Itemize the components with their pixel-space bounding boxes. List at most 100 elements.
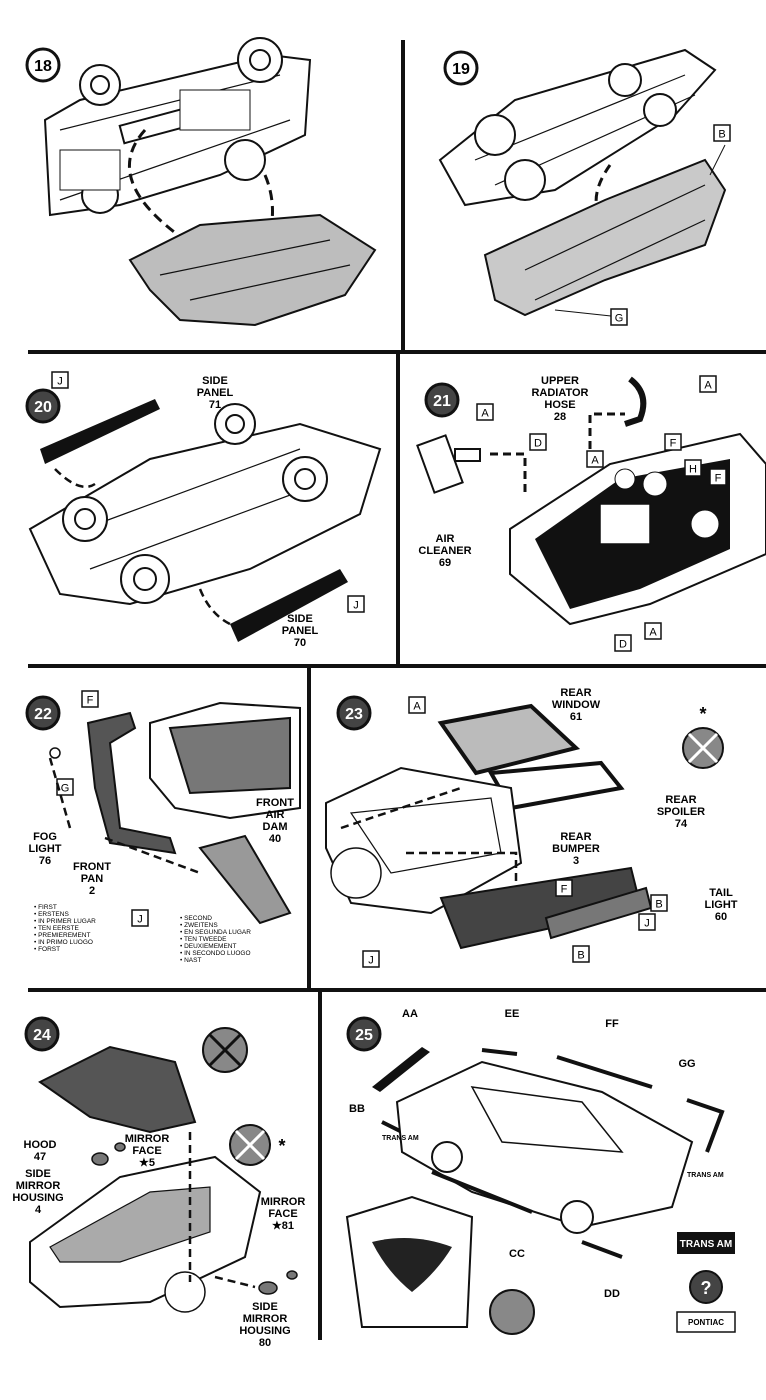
step-23-panel: 23 A REAR WINDOW 61 * REAR SPOILER 74 RE… — [311, 668, 766, 988]
svg-text:B: B — [655, 899, 662, 911]
rear-car-body — [325, 766, 523, 915]
svg-text:• ZWEITENS: • ZWEITENS — [180, 922, 218, 929]
svg-text:• DEUXIEMEMENT: • DEUXIEMEMENT — [180, 943, 236, 950]
svg-text:FACE: FACE — [268, 1208, 297, 1220]
decal-stripe-ee — [481, 1048, 518, 1056]
svg-text:SIDE: SIDE — [202, 375, 228, 387]
svg-text:SIDE: SIDE — [252, 1301, 278, 1313]
floor-pan — [128, 213, 377, 327]
svg-text:• FORST: • FORST — [34, 946, 60, 953]
svg-text:70: 70 — [294, 637, 306, 649]
label-mirror-face-81: MIRROR FACE ★81 — [261, 1196, 306, 1232]
step-24-panel: 24 HOOD 47 MIRROR FACE ★5 SIDE MIRROR HO… — [0, 992, 318, 1352]
hood-part — [38, 1045, 197, 1134]
side-panel-71 — [40, 399, 160, 464]
svg-text:G: G — [61, 783, 70, 795]
step-badge: 22 — [25, 695, 61, 731]
part-tag-j-left: J — [362, 950, 380, 968]
svg-text:F: F — [87, 695, 94, 707]
label-fog-light: FOG LIGHT 76 — [29, 831, 62, 867]
svg-text:J: J — [368, 955, 374, 967]
svg-text:F: F — [670, 438, 677, 450]
side-panel-70 — [230, 569, 348, 642]
part-tag-a-3: A — [586, 450, 604, 468]
part-tag-d-2: D — [614, 634, 632, 652]
emblem-symbol — [489, 1289, 535, 1335]
trans-am-decal-left: TRANS AM — [382, 1135, 419, 1142]
svg-text:PANEL: PANEL — [282, 625, 319, 637]
step-number: 20 — [34, 399, 52, 416]
svg-text:A: A — [591, 455, 599, 467]
part-tag-j: J — [131, 909, 149, 927]
divider-h1 — [28, 350, 766, 354]
svg-text:PANEL: PANEL — [197, 387, 234, 399]
svg-text:FRONT: FRONT — [73, 861, 111, 873]
decal-label-bb: BB — [349, 1103, 365, 1115]
pontiac-badge: PONTIAC — [676, 1311, 736, 1333]
car-upside-down — [28, 403, 382, 606]
svg-text:WINDOW: WINDOW — [552, 699, 601, 711]
svg-text:61: 61 — [570, 711, 582, 723]
svg-text:76: 76 — [39, 855, 51, 867]
svg-text:B: B — [577, 950, 584, 962]
svg-text:REAR: REAR — [665, 794, 696, 806]
svg-text:HOSE: HOSE — [544, 399, 575, 411]
svg-text:F: F — [715, 473, 722, 485]
trans-am-decal-right: TRANS AM — [687, 1172, 724, 1179]
chassis-assembled — [438, 48, 717, 207]
svg-text:REAR: REAR — [560, 687, 591, 699]
svg-text:DAM: DAM — [262, 821, 287, 833]
svg-text:D: D — [619, 639, 627, 651]
decal-stripes-cc-dd — [431, 1170, 623, 1259]
step-badge: 25 — [346, 1016, 382, 1052]
divider-v4 — [318, 992, 322, 1340]
step-number: 19 — [452, 61, 470, 78]
svg-text:F: F — [561, 884, 568, 896]
mirror-face-81-part — [286, 1270, 298, 1280]
step-badge: 19 — [443, 50, 479, 86]
decal-label-dd: DD — [604, 1288, 620, 1300]
label-rear-window: REAR WINDOW 61 — [552, 687, 601, 723]
label-side-mirror-housing-80: SIDE MIRROR HOUSING 80 — [239, 1301, 290, 1349]
svg-text:FRONT: FRONT — [256, 797, 294, 809]
svg-text:60: 60 — [715, 911, 727, 923]
svg-text:MIRROR: MIRROR — [243, 1313, 288, 1325]
svg-text:B: B — [718, 129, 725, 141]
label-air-cleaner: AIR CLEANER 69 — [418, 533, 471, 569]
label-upper-radiator-hose: UPPER RADIATOR HOSE 28 — [531, 375, 588, 423]
front-car-body — [29, 1155, 262, 1313]
svg-text:SIDE: SIDE — [287, 613, 313, 625]
part-tag-b-bottom: B — [572, 945, 590, 963]
first-instructions: • FIRST • ERSTENS • IN PRIMER LUGAR • TE… — [34, 904, 96, 953]
trans-am-badge: TRANS AM — [677, 1232, 735, 1254]
fog-light-part — [49, 747, 61, 759]
side-mirror-housing-4-part — [91, 1152, 109, 1166]
svg-text:BUMPER: BUMPER — [552, 843, 600, 855]
mirror-face-5-part — [114, 1142, 126, 1152]
svg-text:*: * — [278, 1136, 285, 1156]
svg-text:4: 4 — [35, 1204, 42, 1216]
svg-text:LIGHT: LIGHT — [29, 843, 62, 855]
svg-text:A: A — [481, 408, 489, 420]
label-rear-spoiler: REAR SPOILER 74 — [657, 794, 705, 830]
svg-text:• IN PRIMO LUOGO: • IN PRIMO LUOGO — [34, 939, 93, 946]
svg-text:AIR: AIR — [266, 809, 285, 821]
decal-label-gg: GG — [678, 1058, 695, 1070]
part-tag-f: F — [81, 690, 99, 708]
no-glue-symbol — [202, 1027, 248, 1073]
svg-text:?: ? — [701, 1278, 712, 1298]
step-number: 18 — [34, 58, 52, 75]
svg-text:• EN SEGUNDA LUGAR: • EN SEGUNDA LUGAR — [180, 929, 251, 936]
svg-text:HOOD: HOOD — [24, 1139, 57, 1151]
label-hood: HOOD 47 — [24, 1139, 57, 1163]
decal-label-ee: EE — [505, 1008, 520, 1020]
step-badge: 21 — [424, 382, 460, 418]
step-number: 25 — [355, 1027, 373, 1044]
svg-text:FOG: FOG — [33, 831, 57, 843]
svg-text:HOUSING: HOUSING — [12, 1192, 63, 1204]
part-tag-a: A — [408, 696, 426, 714]
part-tag-a-4: A — [644, 622, 662, 640]
svg-text:MIRROR: MIRROR — [16, 1180, 61, 1192]
svg-text:*: * — [699, 704, 706, 724]
divider-v1 — [401, 40, 405, 352]
